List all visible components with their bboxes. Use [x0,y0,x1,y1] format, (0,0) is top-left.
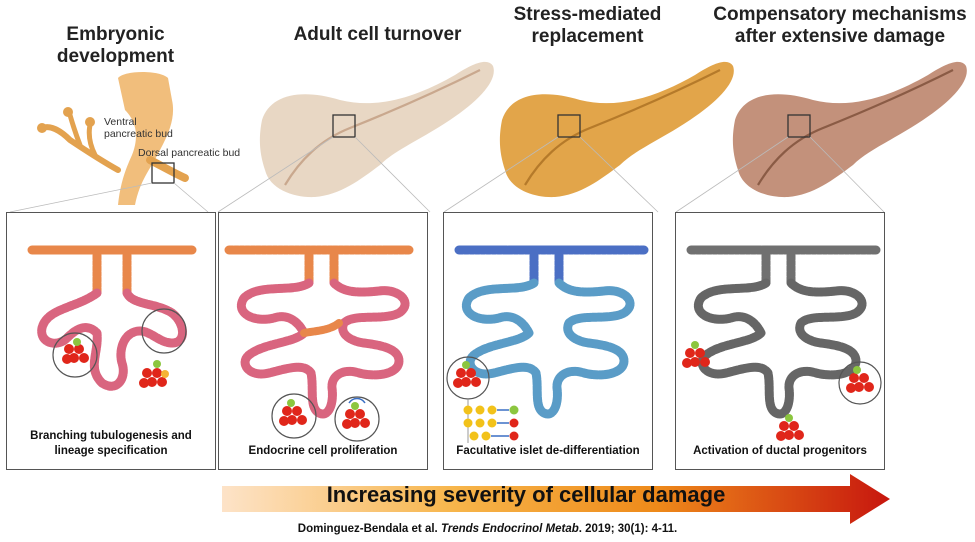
caption-compensatory: Activation of ductal progenitors [676,444,884,459]
organ-illustrations [9,61,967,213]
islet-cluster [453,361,481,388]
panel-adult-turnover: Endocrine cell proliferation [218,212,428,470]
panel-compensatory: Activation of ductal progenitors [675,212,885,470]
ventral-label-line: pancreatic bud [104,128,173,140]
pancreas-stage2-illustration [217,61,494,213]
panel-stress-replacement: Facultative islet de-differentiation [443,212,653,470]
ventral-bud-label: Ventral pancreatic bud [104,116,173,140]
islet-cluster [846,366,874,393]
title-line: Stress-mediated [513,4,662,25]
islet-cluster-dividing [342,397,370,429]
duct-diagram-compensatory [682,245,882,441]
pancreas-stage3-illustration [443,61,734,213]
caption-line: Branching tubulogenesis and [30,430,192,442]
severity-label: Increasing severity of cellular damage [326,482,726,507]
title-line: Embryonic development [56,24,175,67]
stage-title-stress-replacement: Stress-mediated replacement [480,4,695,48]
islet-cluster [776,414,804,441]
citation-authors: Dominguez-Bendala et al. [297,523,441,535]
title-line: Adult cell turnover [293,24,462,45]
duct-diagram-adult [224,245,414,442]
islet-cluster [139,360,169,388]
citation-journal: Trends Endocrinol Metab [440,523,579,535]
stage-title-embryonic: Embryonic development [8,24,223,68]
title-line: Compensatory mechanisms [713,4,967,25]
islet-cluster [279,399,307,426]
caption-line: Activation of ductal progenitors [693,445,867,457]
citation: Dominguez-Bendala et al. Trends Endocrin… [0,523,975,535]
title-line: after extensive damage [734,26,946,47]
dedifferentiating-cells [463,400,519,443]
embryonic-gut-illustration [9,72,209,213]
panel-embryonic: Branching tubulogenesis and lineage spec… [6,212,216,470]
caption-embryonic: Branching tubulogenesis and lineage spec… [7,429,215,459]
stage-title-compensatory: Compensatory mechanisms after extensive … [710,4,970,48]
ventral-label-line: Ventral [104,116,137,128]
citation-details: . 2019; 30(1): 4-11. [578,523,678,535]
severity-arrow [222,474,890,524]
duct-diagram-embryonic [27,245,197,391]
islet-cluster [62,338,89,364]
dorsal-bud-label: Dorsal pancreatic bud [138,147,241,159]
caption-line: Endocrine cell proliferation [248,445,398,457]
stage-title-adult-turnover: Adult cell turnover [270,24,485,46]
islet-cluster [682,341,710,368]
duct-diagram-stress [446,245,649,443]
title-line: replacement [531,26,644,47]
caption-line: Facultative islet de-differentiation [456,445,640,457]
caption-line: lineage specification [54,445,168,457]
pancreas-stage4-illustration [675,61,967,213]
caption-adult-turnover: Endocrine cell proliferation [219,444,427,459]
caption-stress-replacement: Facultative islet de-differentiation [444,444,652,459]
